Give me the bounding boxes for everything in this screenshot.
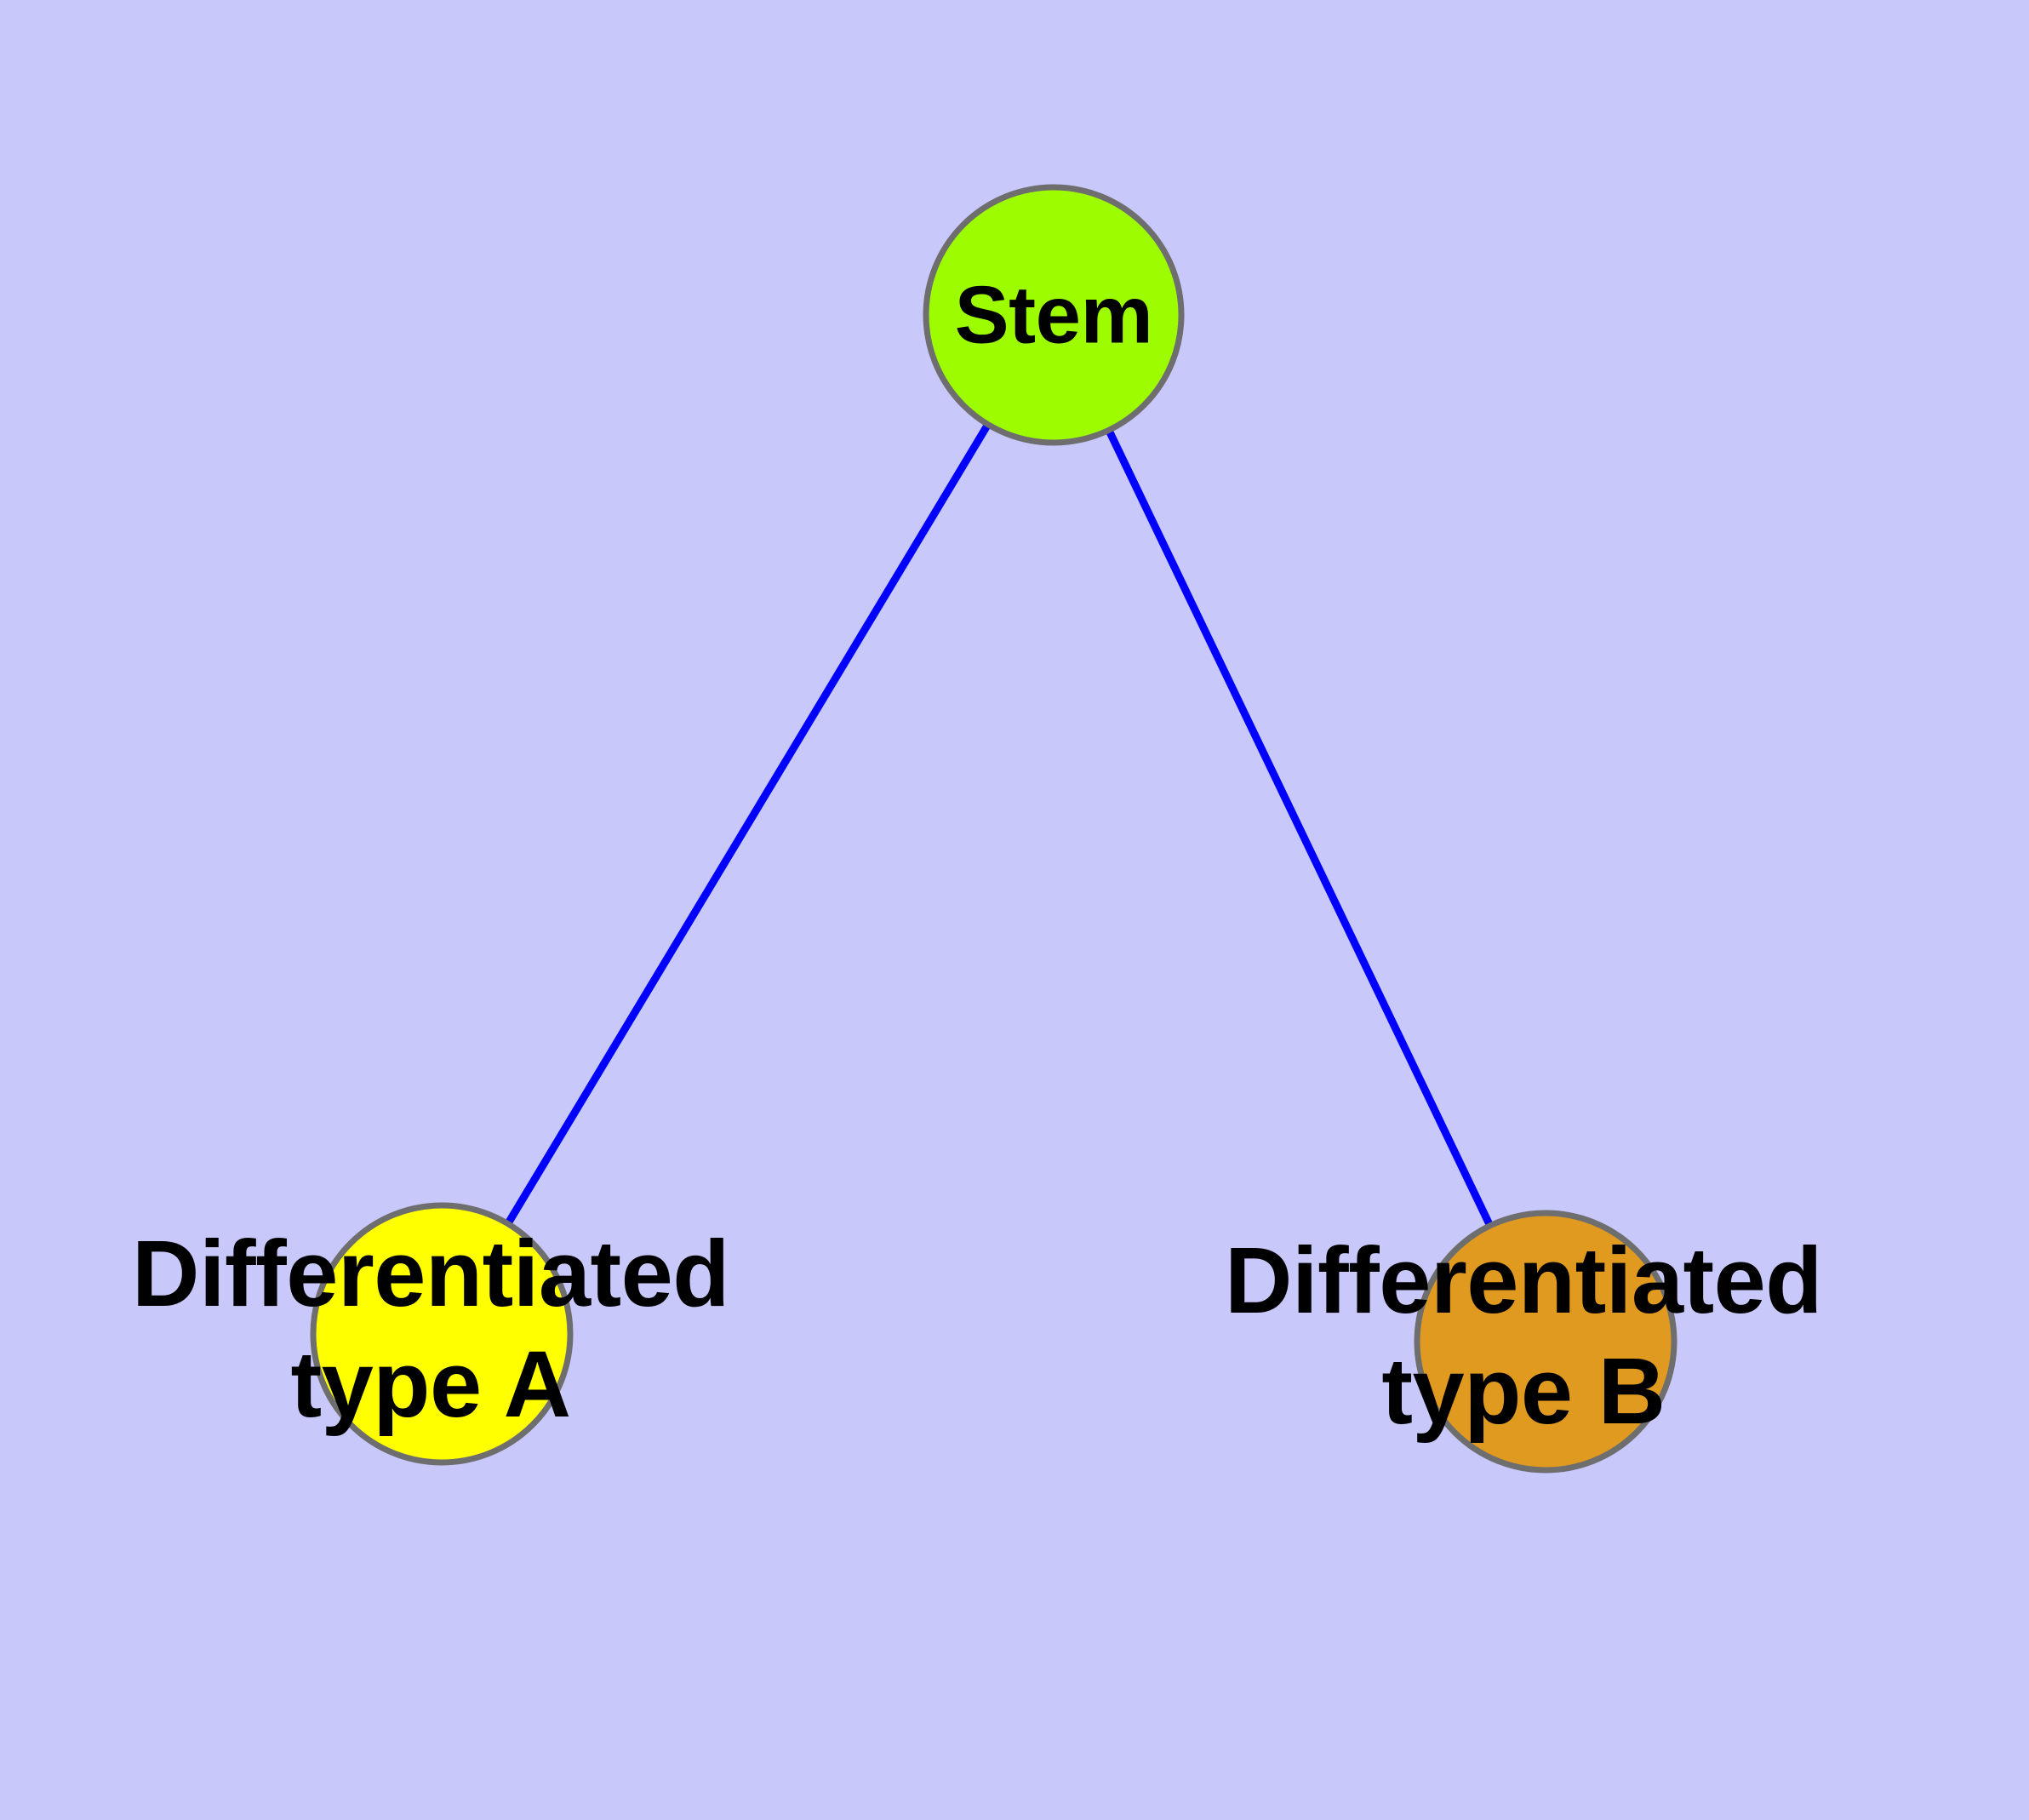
edge-stem-to-differentiated-b[interactable]	[1049, 313, 1550, 1343]
node-layer	[310, 184, 1677, 1474]
node-stem[interactable]	[923, 184, 1185, 446]
edge-layer	[438, 312, 1550, 1343]
edge-stem-to-differentiated-a[interactable]	[438, 312, 1057, 1336]
node-differentiated-type-a[interactable]	[310, 1202, 574, 1466]
node-differentiated-type-b[interactable]	[1414, 1210, 1677, 1474]
